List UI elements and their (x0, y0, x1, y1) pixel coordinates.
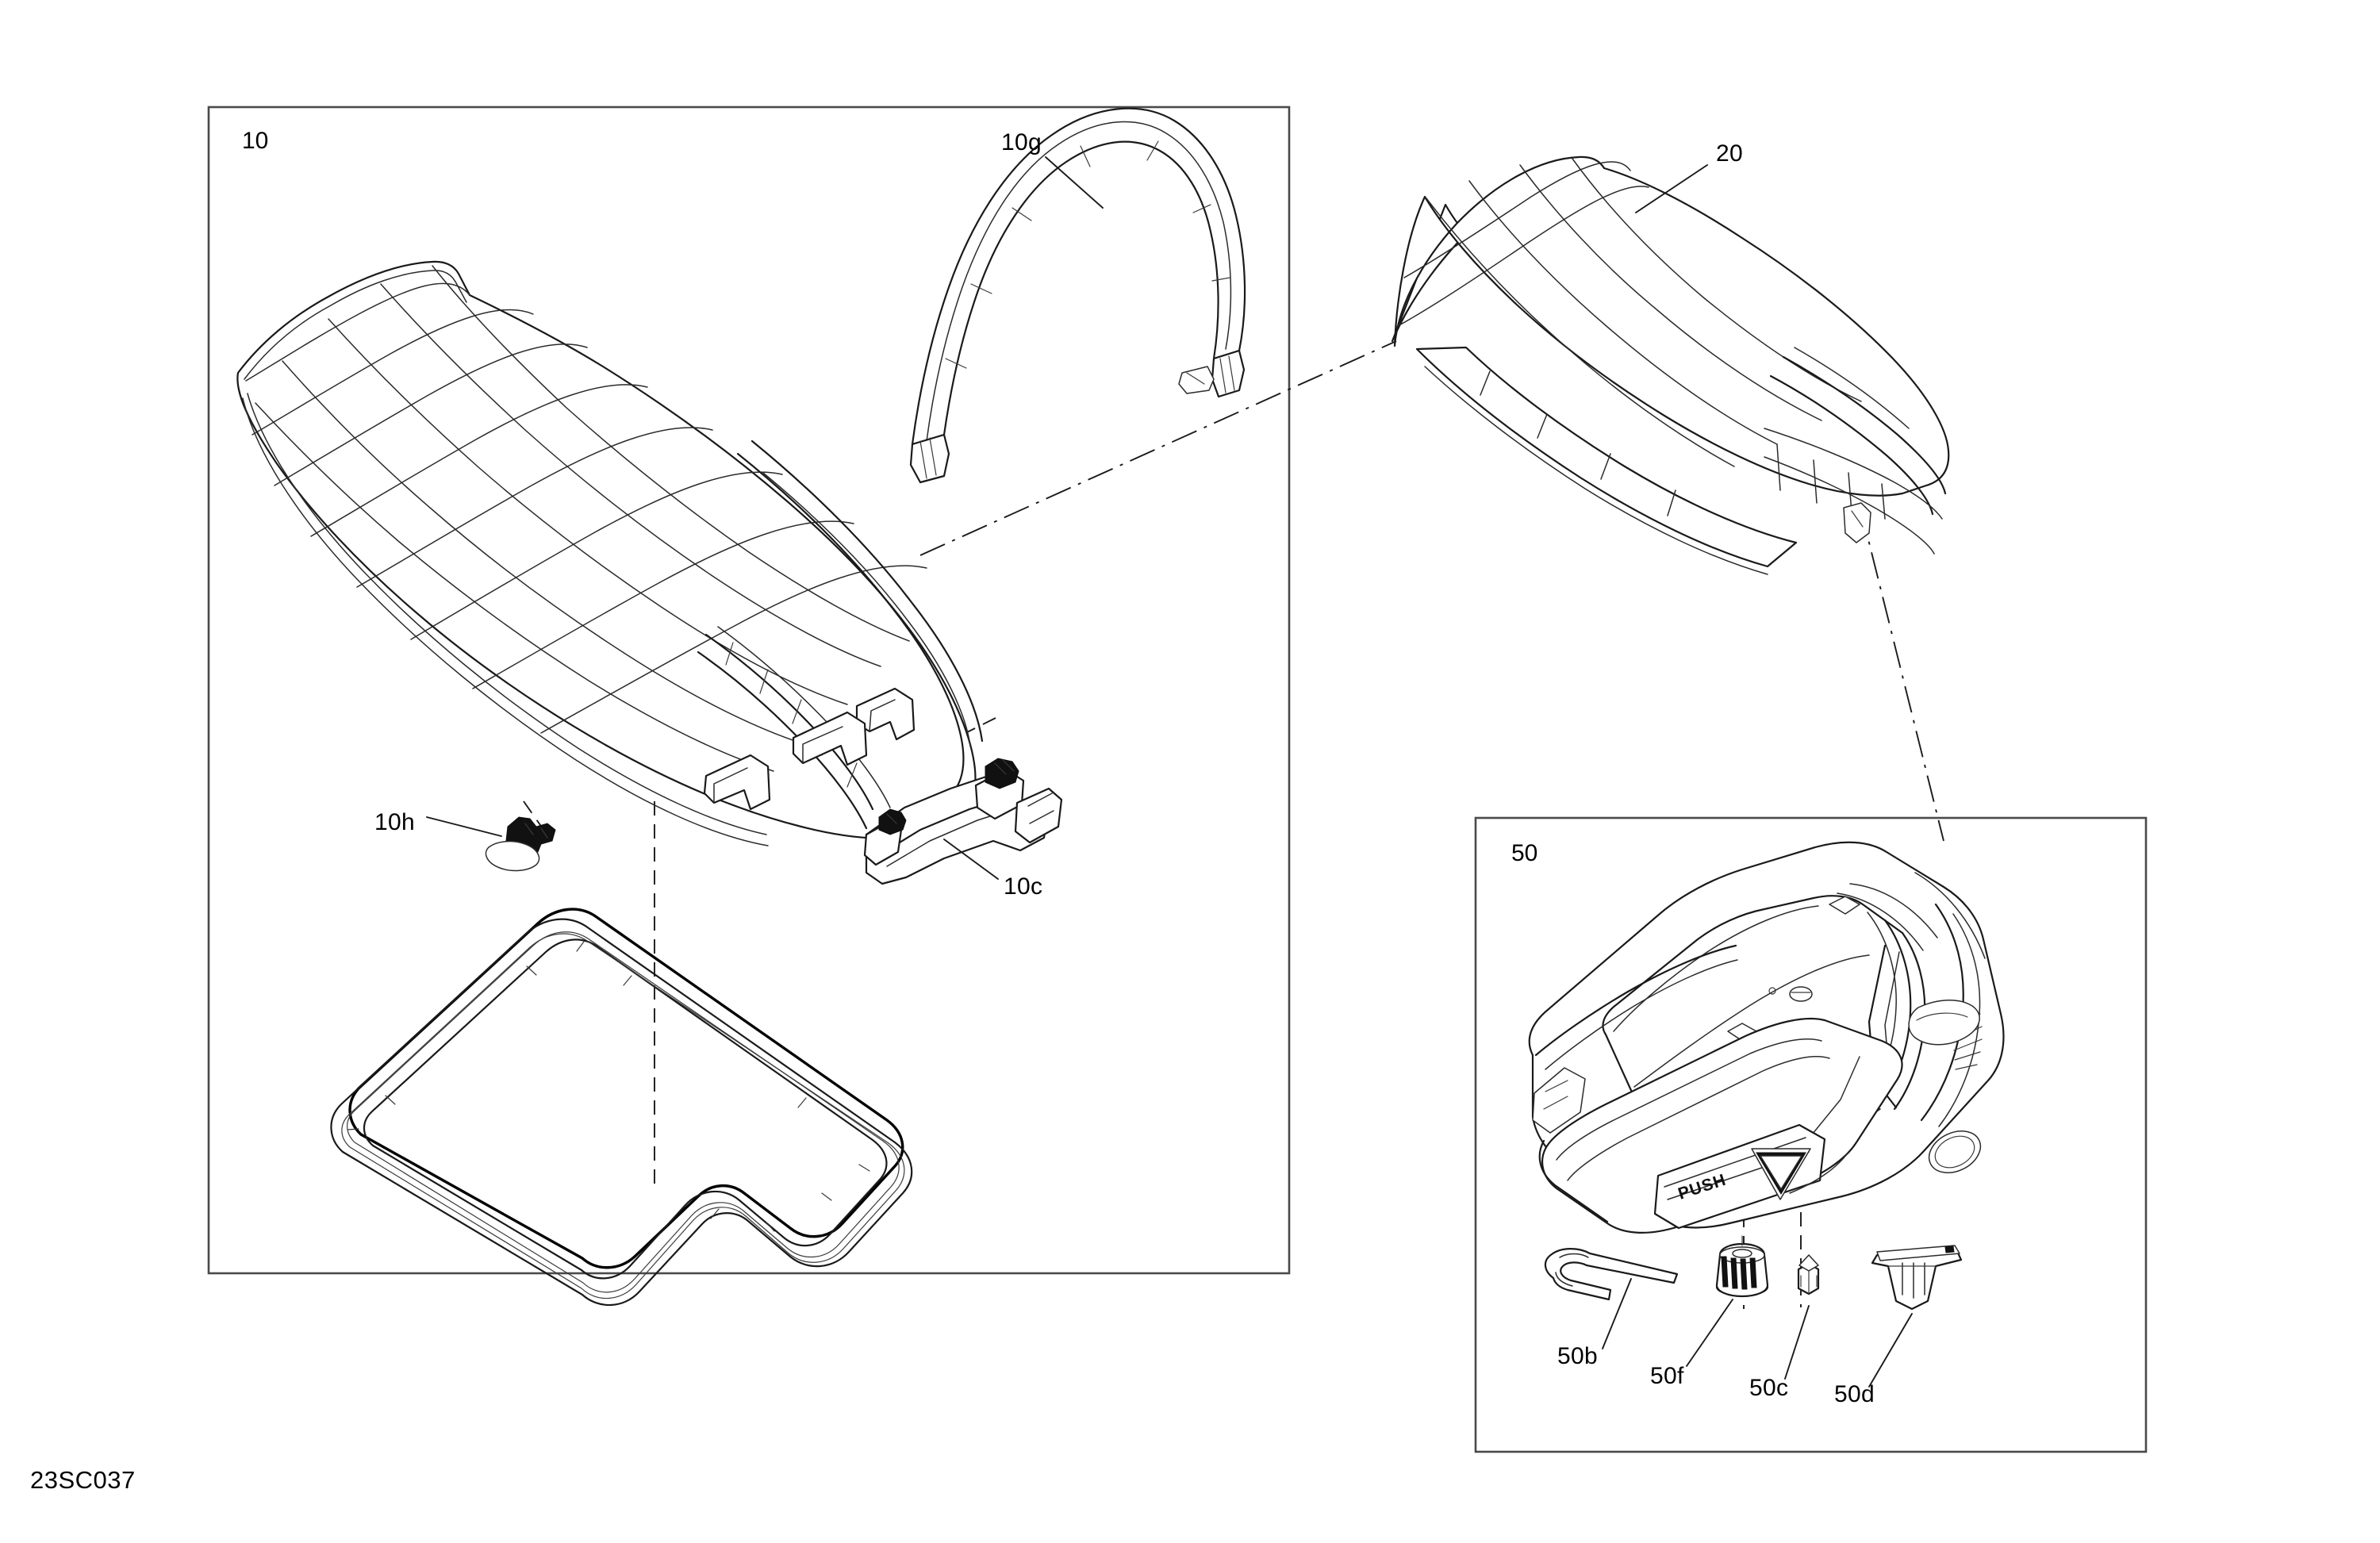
part-rear-trim-strip (909, 107, 1246, 484)
panel-label-10: 10 (242, 128, 269, 154)
part-hook-rod (1544, 1248, 1679, 1301)
part-grommet-bushing (1715, 1235, 1769, 1298)
callout-label-50d: 50d (1834, 1381, 1875, 1407)
part-nut (1797, 1254, 1820, 1295)
sheet-code: 23SC037 (30, 1466, 136, 1494)
part-retainer-clip (1871, 1245, 1963, 1311)
panel-10-frame (207, 106, 1291, 1275)
panel-50-frame (1474, 816, 2148, 1453)
part-seat-assembly (236, 260, 984, 846)
callout-label-50c: 50c (1749, 1375, 1789, 1401)
callout-label-10g: 10g (1001, 129, 1042, 155)
leader-lines (426, 156, 1913, 1388)
callout-label-20: 20 (1716, 140, 1743, 167)
part-storage-compartment: PUSH (1528, 841, 2005, 1234)
callout-label-10c: 10c (1004, 873, 1043, 900)
part-seat-clip (485, 816, 556, 872)
callout-label-50f: 50f (1650, 1363, 1684, 1389)
part-latch-bracket (863, 758, 1063, 885)
callout-label-50b: 50b (1557, 1343, 1598, 1369)
callout-label-10h: 10h (374, 809, 415, 835)
part-seat-cushion (1391, 155, 1950, 575)
panel-label-50: 50 (1511, 840, 1538, 866)
part-seat-seal (330, 908, 913, 1307)
